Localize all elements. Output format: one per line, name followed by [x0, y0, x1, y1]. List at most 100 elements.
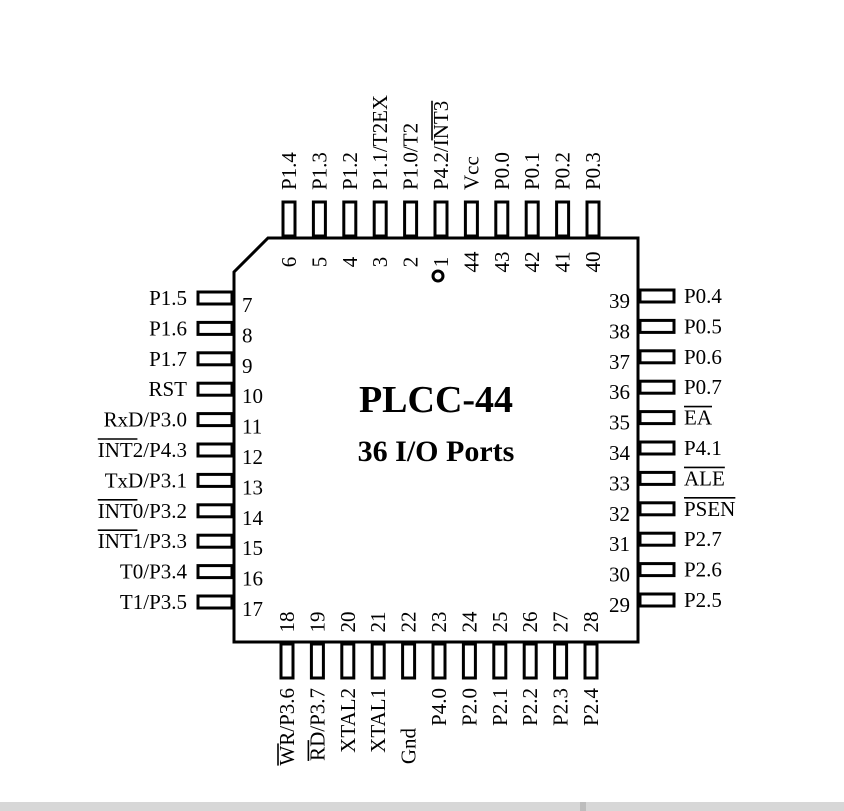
- pin-number-group: 24: [457, 611, 481, 633]
- pin-lead: [555, 200, 571, 238]
- pin-number-group: 5: [307, 257, 331, 268]
- pin-number: 42: [520, 252, 544, 273]
- pin-number-group: 21: [366, 612, 390, 633]
- pin-lead: [492, 642, 508, 680]
- pin-bottom-25: P2.1 25: [488, 612, 512, 726]
- pin-top-42: P0.142: [520, 152, 544, 272]
- pin-number: 17: [242, 597, 263, 621]
- pin-label-group: RD/P3.7: [305, 688, 329, 761]
- pin-label-group: P2.3: [549, 688, 573, 726]
- pin-lead: [370, 642, 386, 680]
- pin-lead: [638, 470, 676, 486]
- pin-number: 15: [242, 536, 263, 560]
- pin-lead: [196, 533, 234, 549]
- pin-label: RxD/P3.0: [104, 408, 187, 432]
- pin-number: 22: [397, 612, 421, 633]
- pin-number: 35: [609, 411, 630, 435]
- pin-right-38: P0.538: [609, 314, 722, 343]
- pin-number: 24: [457, 611, 481, 633]
- pin-number: 25: [488, 612, 512, 633]
- pin-number: 43: [490, 252, 514, 273]
- pin-lead: [196, 594, 234, 610]
- pin-bottom-22: Gnd 22: [397, 612, 421, 765]
- pin-number: 11: [242, 415, 262, 439]
- pin-number-group: 1: [429, 257, 453, 268]
- pin-lead: [196, 381, 234, 397]
- pin-label: INT1/P3.3: [98, 529, 187, 553]
- pin-number-group: 42: [520, 252, 544, 273]
- pin-label-group: XTAL1: [366, 688, 390, 753]
- pin-label: P1.7: [149, 347, 187, 371]
- pin-lead: [196, 442, 234, 458]
- pin-number: 29: [609, 593, 630, 617]
- pin-label: T1/P3.5: [120, 590, 187, 614]
- pin-number-group: 26: [518, 612, 542, 633]
- pin-right-29: P2.529: [609, 588, 722, 617]
- pin-lead: [638, 562, 676, 578]
- pin-lead: [638, 379, 676, 395]
- pin-label: P2.3: [549, 688, 573, 726]
- pin-bottom-19: RD/P3.719: [305, 612, 329, 761]
- pin-label: P2.0: [457, 688, 481, 726]
- pin-number: 18: [275, 612, 299, 633]
- pin-number: 37: [609, 350, 630, 374]
- pin-number-group: 18: [275, 612, 299, 633]
- pin-number: 26: [518, 612, 542, 633]
- pin-label: XTAL1: [366, 688, 390, 753]
- pin-bottom-28: P2.428: [579, 612, 603, 726]
- pin-lead: [461, 642, 477, 680]
- pin-number-group: 23: [427, 612, 451, 633]
- pin-label-group: P2.1: [488, 688, 512, 726]
- pin-lead: [311, 200, 327, 238]
- pin-top-1: P4.2/INT3 1: [429, 100, 453, 268]
- pin-lead: [433, 200, 449, 238]
- pin-number: 3: [368, 257, 392, 268]
- pin-lead: [638, 349, 676, 365]
- pin-right-31: P2.731: [609, 527, 722, 556]
- pin-number: 23: [427, 612, 451, 633]
- pin-label: P1.0/T2: [399, 123, 423, 190]
- pin-number-group: 43: [490, 252, 514, 273]
- pin-right-37: P0.6 37: [609, 345, 722, 374]
- pin-lead: [638, 592, 676, 608]
- pin-label: P0.6: [684, 345, 722, 369]
- pin-label: P1.2: [338, 152, 362, 190]
- pin-top-2: P1.0/T2 2: [399, 123, 423, 267]
- pin-number-group: 44: [459, 251, 483, 273]
- pin-number: 2: [399, 257, 423, 268]
- chip-body: [232, 236, 640, 644]
- pin-label: P4.1: [684, 436, 722, 460]
- pin-number: 41: [551, 252, 575, 273]
- pin-bottom-24: P2.0 24: [457, 611, 481, 726]
- pin-lead: [309, 642, 325, 680]
- pin-label-group: P4.2/INT3: [429, 100, 453, 190]
- pin-label-group: P1.3: [307, 152, 331, 190]
- pin-number-group: 4: [338, 256, 362, 267]
- pin-number: 20: [336, 612, 360, 633]
- pin-lead: [340, 642, 356, 680]
- pin-label: T0/P3.4: [120, 560, 188, 584]
- pin-number-group: 28: [579, 612, 603, 633]
- pin-lead: [638, 318, 676, 334]
- pin-number: 39: [609, 289, 630, 313]
- pin-number-group: 41: [551, 252, 575, 273]
- pin-lead: [196, 472, 234, 488]
- pin-label: RST: [148, 377, 187, 401]
- pin-lead: [553, 642, 569, 680]
- pin-number: 44: [459, 251, 483, 273]
- pin-number: 33: [609, 471, 630, 495]
- pin-number: 40: [581, 252, 605, 273]
- pin-lead: [522, 642, 538, 680]
- pin-label: Gnd: [397, 728, 421, 765]
- pin-label: TxD/P3.1: [105, 468, 187, 492]
- pin-number: 32: [609, 502, 630, 526]
- pin-number: 36: [609, 380, 630, 404]
- pin-label: P0.0: [490, 152, 514, 190]
- pin-number: 31: [609, 532, 630, 556]
- pin-label: P2.6: [684, 558, 722, 582]
- pin-label: Vcc: [459, 156, 483, 190]
